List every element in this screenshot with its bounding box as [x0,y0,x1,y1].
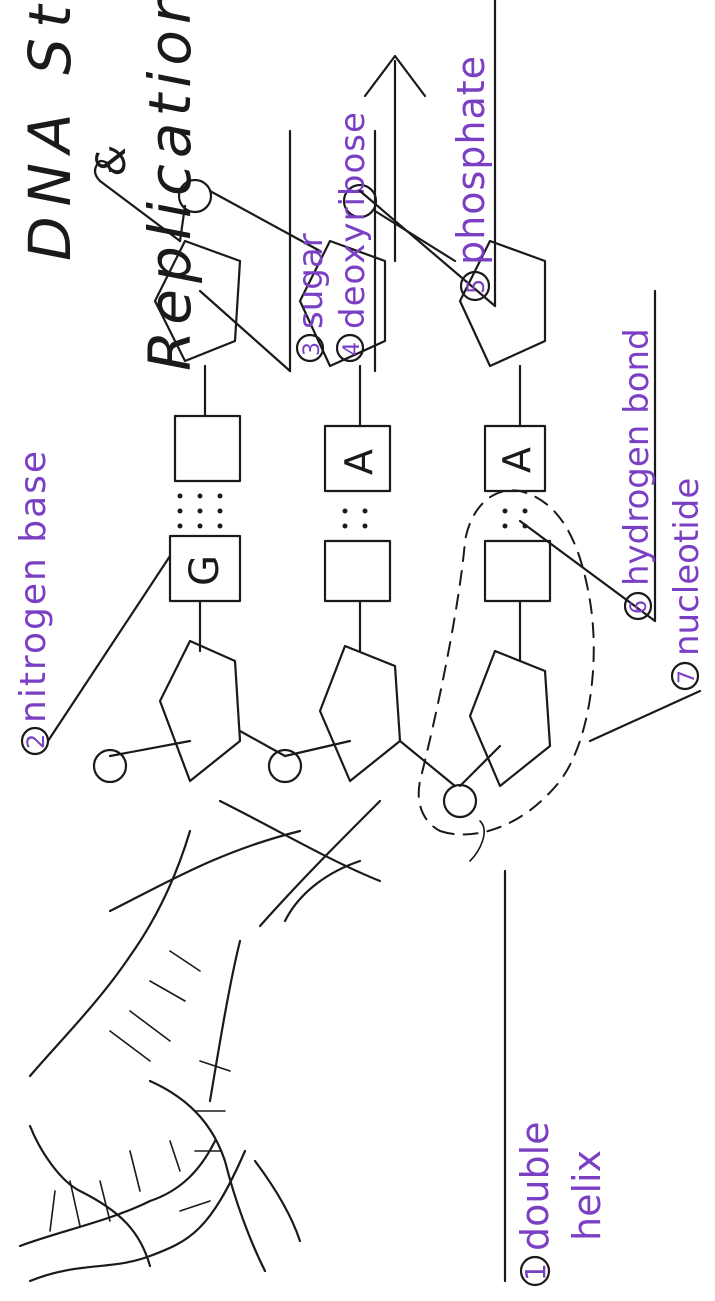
base-box [325,541,390,601]
rotated-page: DNA Stru & Replicatior [13,0,707,1285]
label-7-text: nucleotide [667,478,707,656]
label-2-leader [48,556,170,741]
label-2-number: 2 [22,734,50,749]
label-5-text: phosphate [449,55,493,265]
label-7-number: 7 [675,670,700,684]
base-g: G [182,555,228,586]
label-4-number: 4 [340,342,365,356]
label-3-number: 3 [300,342,325,356]
label-6-number: 6 [627,600,652,614]
sugar-pentagon [470,651,550,786]
left-backbone [94,601,550,817]
label-3-text: sugar [291,233,331,329]
double-helix-drawing [20,801,380,1281]
label-4-text: deoxyribose [333,111,373,329]
label-1-line2: helix [565,1150,609,1241]
sugar-pentagon [320,646,400,781]
base-box [485,541,550,601]
label-5-number: 5 [462,279,490,294]
label-2-text: nitrogen base [13,449,54,723]
base-a-middle: A [337,449,381,475]
base-box [175,416,240,481]
phosphate-circle [444,785,476,817]
label-6-text: hydrogen bond [617,328,657,586]
sugar-pentagon [160,641,240,781]
title-line1: DNA Stru [16,0,84,261]
title-line2: Replicatior [136,0,204,371]
base-a-bottom: A [495,447,539,473]
hydrogen-bond-dots [178,494,528,529]
label-1-line1: double [513,1121,557,1251]
label-7-leader [590,691,700,741]
